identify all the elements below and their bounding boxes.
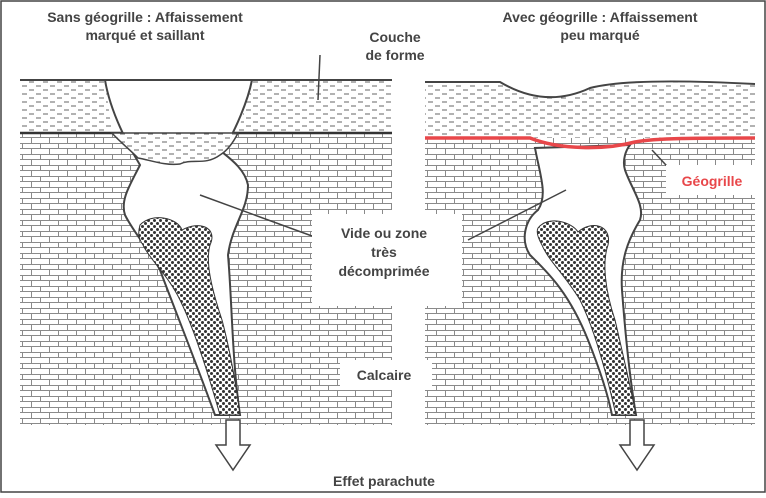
title-right-line1: Avec géogrille : Affaissement bbox=[502, 9, 697, 25]
couche-de-forme-left-a bbox=[20, 80, 112, 133]
label-vide-line2: très bbox=[371, 244, 397, 260]
label-vide-line3: décomprimée bbox=[338, 263, 429, 279]
couche-de-forme-right bbox=[425, 81, 755, 138]
label-calcaire: Calcaire bbox=[357, 367, 412, 383]
title-left-line1: Sans géogrille : Affaissement bbox=[47, 9, 243, 25]
title-left-line2: marqué et saillant bbox=[85, 27, 204, 43]
title-right-line2: peu marqué bbox=[560, 27, 640, 43]
label-vide-line1: Vide ou zone bbox=[341, 225, 427, 241]
label-geogrille: Géogrille bbox=[682, 173, 743, 189]
couche-de-forme-left-b bbox=[238, 80, 392, 133]
label-couche-line2: de forme bbox=[365, 47, 424, 63]
label-parachute: Effet parachute bbox=[333, 473, 435, 489]
label-couche-line1: Couche bbox=[369, 29, 421, 45]
